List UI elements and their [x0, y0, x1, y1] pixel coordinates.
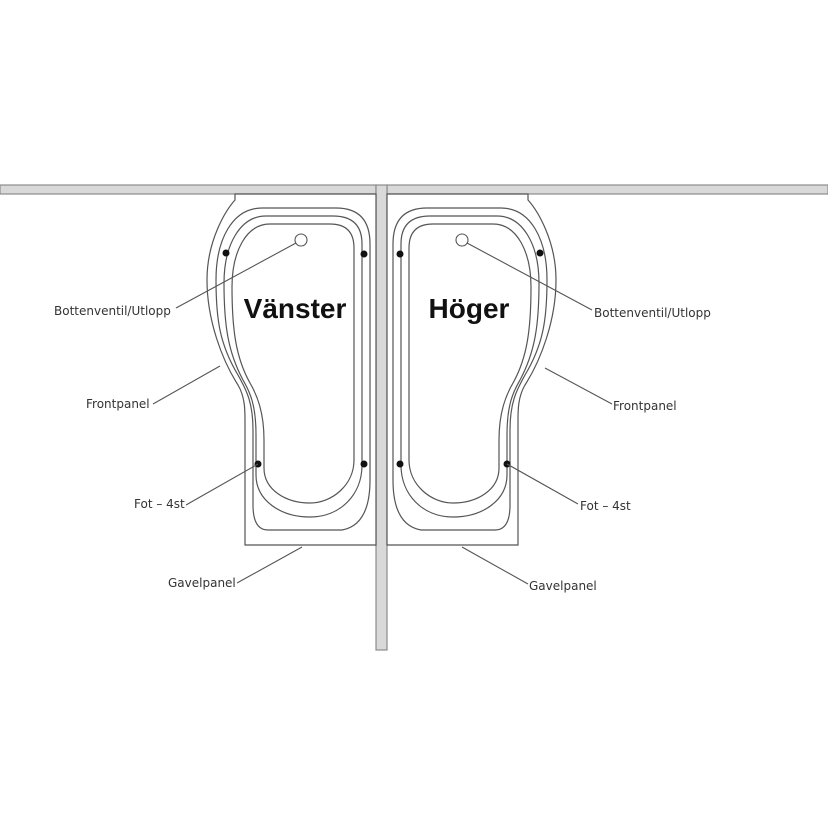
right-foot-1	[536, 249, 544, 257]
left-drain-leader	[175, 242, 297, 309]
left-feet-leader	[185, 463, 259, 506]
left-basin-inner	[231, 223, 355, 504]
right-drain-label: Bottenventil/Utlopp	[594, 306, 711, 320]
right-front-leader	[544, 367, 613, 405]
left-drain-label: Bottenventil/Utlopp	[54, 304, 171, 318]
right-basin-inner	[408, 223, 532, 504]
right-front-label: Frontpanel	[613, 399, 677, 413]
right-title: Höger	[429, 293, 510, 324]
left-feet-label: Fot – 4st	[134, 497, 185, 511]
right-foot-2	[396, 250, 404, 258]
left-foot-4	[360, 460, 368, 468]
right-feet-leader	[506, 463, 579, 505]
right-end-label: Gavelpanel	[529, 579, 597, 593]
top-wall-left	[0, 184, 377, 195]
right-tub-rim	[392, 207, 548, 531]
center-wall	[375, 184, 388, 651]
left-end-label: Gavelpanel	[168, 576, 236, 590]
left-foot-1	[222, 249, 230, 257]
left-bathtub	[206, 193, 377, 546]
right-drain-leader	[466, 242, 593, 311]
right-tub-outer	[386, 193, 557, 546]
left-foot-2	[360, 250, 368, 258]
left-end-leader	[236, 546, 303, 584]
right-end-leader	[461, 546, 529, 585]
left-tub-rim	[215, 207, 371, 531]
left-drain-icon	[294, 233, 308, 247]
left-front-label: Frontpanel	[86, 397, 150, 411]
top-wall-right	[386, 184, 828, 195]
right-bathtub	[386, 193, 557, 546]
left-title: Vänster	[244, 293, 347, 324]
left-tub-outer	[206, 193, 377, 546]
right-feet-label: Fot – 4st	[580, 499, 631, 513]
left-front-leader	[152, 365, 221, 405]
right-drain-icon	[455, 233, 469, 247]
right-foot-4	[396, 460, 404, 468]
